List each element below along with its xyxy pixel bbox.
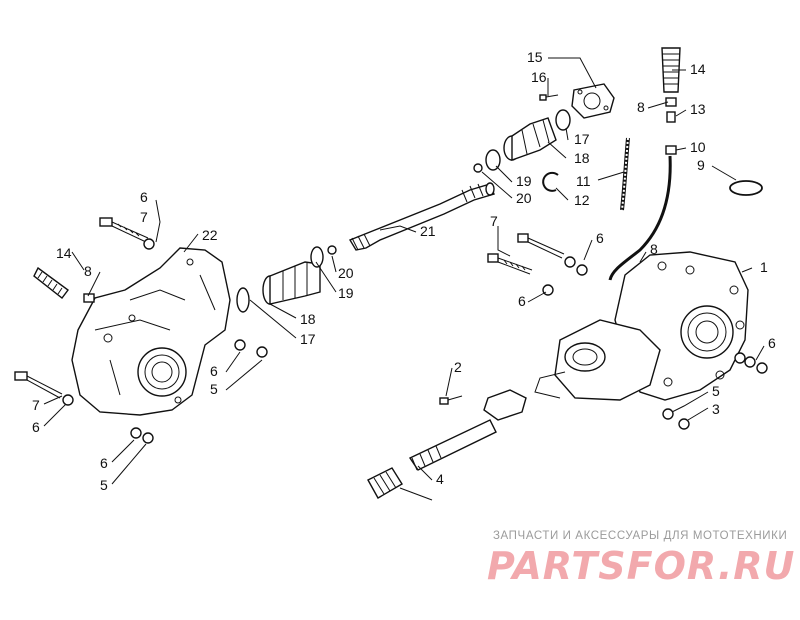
right-bolt-lower	[487, 253, 533, 275]
cap-bolt	[539, 94, 559, 101]
callout-17: 17	[574, 131, 590, 147]
callout-6c: 6	[140, 189, 148, 205]
right-bolt-upper	[517, 233, 565, 259]
callout-18b: 18	[300, 311, 316, 327]
callout-17b: 17	[300, 331, 316, 347]
callout-16: 16	[531, 69, 547, 85]
watermark-caption: ЗАПЧАСТИ И АКСЕССУАРЫ ДЛЯ МОТОТЕХНИКИ	[493, 530, 788, 542]
washer	[234, 339, 246, 351]
left-boot-seal	[236, 245, 337, 313]
input-shaft	[408, 389, 527, 471]
output-cap	[571, 83, 615, 119]
nut	[756, 362, 768, 374]
washer	[143, 238, 155, 250]
callout-7c: 7	[32, 397, 40, 413]
callout-6d: 6	[210, 363, 218, 379]
callout-6: 6	[596, 230, 604, 246]
breather-hose	[620, 137, 630, 211]
callout-20: 20	[516, 190, 532, 206]
callout-7: 7	[490, 213, 498, 229]
input-boot	[367, 467, 403, 499]
callout-19: 19	[516, 173, 532, 189]
callout-12: 12	[574, 192, 590, 208]
callout-20b: 20	[338, 265, 354, 281]
left-bolt-upper	[99, 217, 149, 243]
callout-9: 9	[697, 157, 705, 173]
callout-6b: 6	[518, 293, 526, 309]
callout-14: 14	[690, 61, 706, 77]
hose-clamp	[729, 180, 763, 196]
callout-6e: 6	[32, 419, 40, 435]
callout-15: 15	[527, 49, 543, 65]
callout-18: 18	[574, 150, 590, 166]
callout-6f: 6	[100, 455, 108, 471]
callout-8c: 8	[84, 263, 92, 279]
input-housing	[534, 319, 661, 401]
callout-5b: 5	[100, 477, 108, 493]
callout-11: 11	[576, 173, 591, 189]
callout-8: 8	[637, 99, 645, 115]
washer	[564, 256, 576, 268]
callout-5c: 3	[712, 401, 720, 417]
right-boot-seal	[473, 109, 571, 173]
circlip	[542, 171, 559, 192]
washer	[62, 394, 74, 406]
callout-7b: 7	[140, 209, 148, 225]
leader-lines	[43, 57, 765, 501]
washer	[744, 356, 756, 368]
nut	[256, 346, 268, 358]
nut	[142, 432, 154, 444]
callout-5: 5	[210, 381, 218, 397]
drive-shaft	[348, 182, 495, 251]
washer	[542, 284, 554, 296]
callout-19b: 19	[338, 285, 354, 301]
left-vent-hose	[33, 266, 95, 303]
washer	[662, 408, 674, 420]
callout-10: 10	[690, 139, 706, 155]
callout-6h: 5	[712, 383, 720, 399]
callout-21: 21	[420, 223, 436, 239]
callout-labels: 15 16 14 8 13 17 18 10 9 19 20 11 12 21 …	[32, 49, 776, 493]
washer	[576, 264, 588, 276]
right-vent-hose	[608, 47, 681, 281]
left-bolt-lower	[14, 371, 63, 399]
callout-13: 13	[690, 101, 706, 117]
callout-6g: 6	[768, 335, 776, 351]
left-gear-case	[71, 247, 231, 416]
watermark-logo: PARTSFOR.RU	[487, 544, 796, 588]
washer	[130, 427, 142, 439]
washer	[734, 352, 746, 364]
small-bolt	[439, 395, 463, 405]
callout-8b: 8	[650, 241, 658, 257]
callout-2: 2	[454, 359, 462, 375]
callout-14b: 14	[56, 245, 72, 261]
callout-22: 22	[202, 227, 218, 243]
callout-3: 4	[436, 471, 444, 487]
nut	[678, 418, 690, 430]
callout-1: 1	[760, 259, 768, 275]
